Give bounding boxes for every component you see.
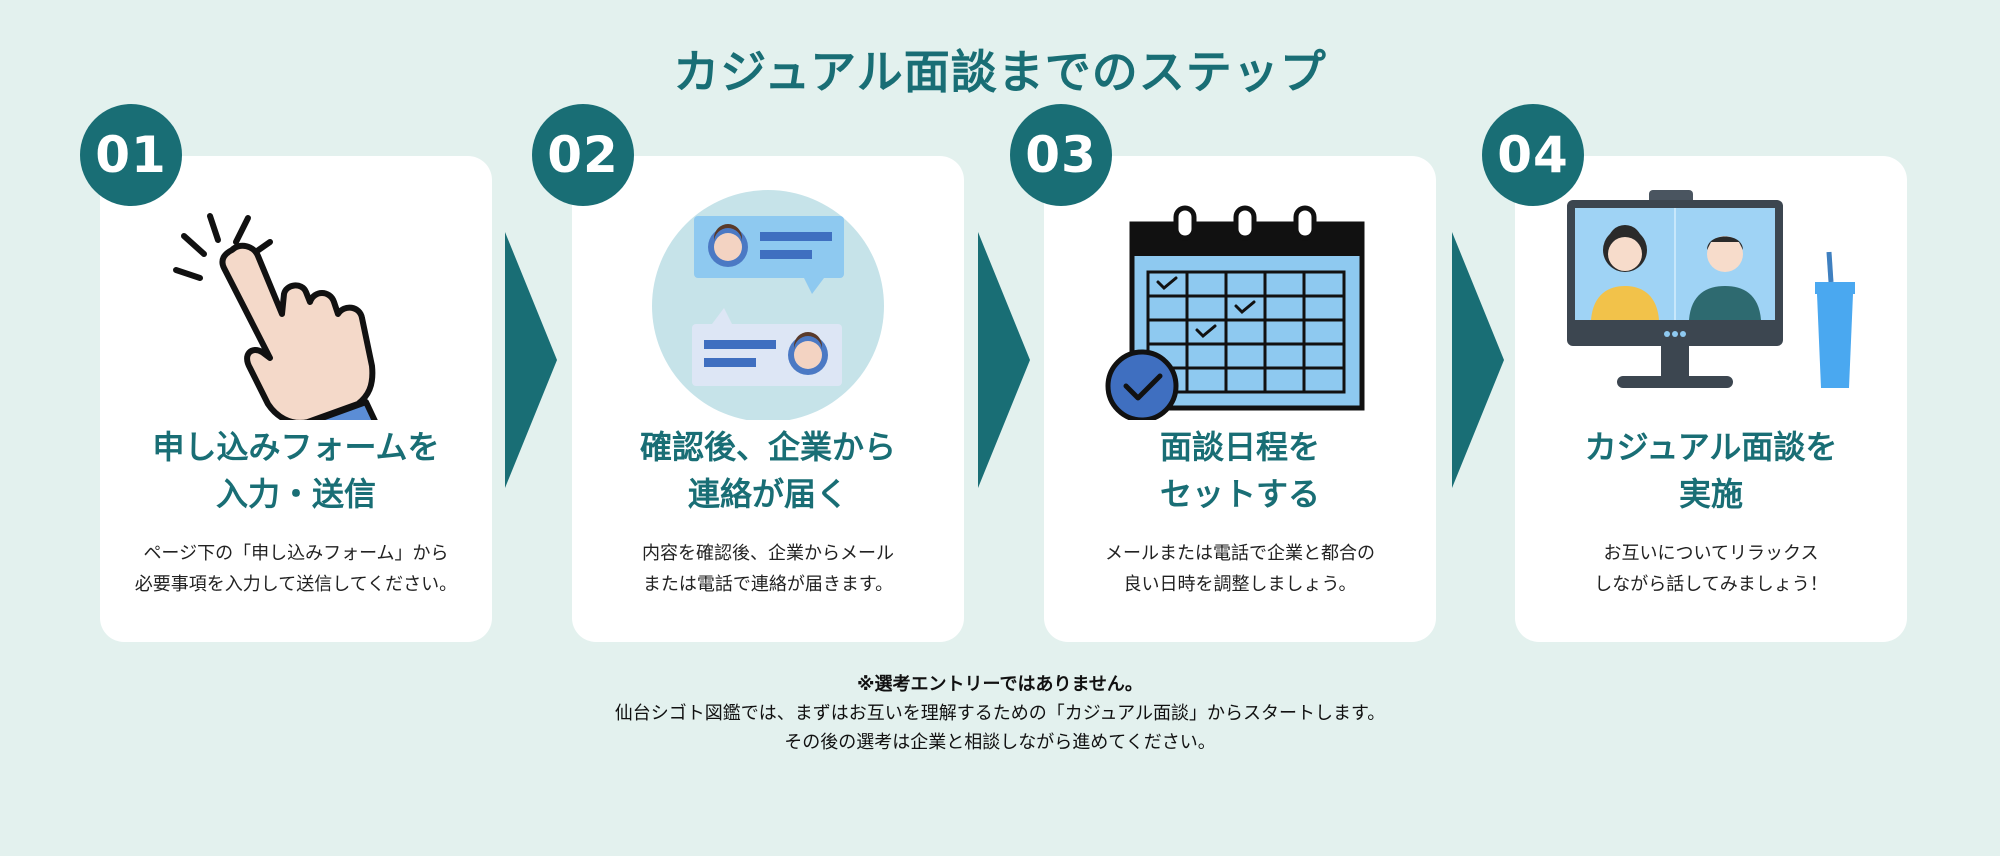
note-line: その後の選考は企業と相談しながら進めてください。: [784, 732, 1216, 753]
step-description: メールまたは電話で企業と都合の 良い日時を調整しましょう。: [1105, 543, 1375, 595]
note-line: 仙台シゴト図鑑では、まずはお互いを理解するための「カジュアル面談」からスタートし…: [614, 703, 1386, 724]
step-number-badge: 03: [1010, 104, 1112, 206]
footer-note: ※選考エントリーではありません。 仙台シゴト図鑑では、まずはお互いを理解するため…: [0, 670, 2000, 757]
arrow-right-icon: [505, 232, 557, 488]
note-heading: ※選考エントリーではありません。: [857, 674, 1143, 695]
step-card-4: カジュアル面談を 実施 お互いについてリラックス しながら話してみましょう！: [1515, 156, 1907, 642]
step-title: カジュアル面談を 実施: [1584, 428, 1838, 513]
step-card-3: 面談日程を セットする メールまたは電話で企業と都合の 良い日時を調整しましょう…: [1044, 156, 1436, 642]
arrow-right-icon: [1452, 232, 1504, 488]
page-title: カジュアル面談までのステップ: [673, 45, 1327, 99]
pointing-hand-icon: [173, 213, 378, 420]
step-description: 内容を確認後、企業からメール または電話で連絡が届きます。: [642, 543, 894, 595]
chat-messages-icon: [652, 190, 884, 420]
video-call-icon: [1567, 190, 1855, 388]
calendar-check-icon: [1105, 205, 1365, 420]
step-description: お互いについてリラックス しながら話してみましょう！: [1594, 543, 1828, 595]
step-title: 面談日程を セットする: [1159, 428, 1320, 513]
step-number-badge: 02: [532, 104, 634, 206]
step-card-1: 申し込みフォームを 入力・送信 ページ下の「申し込みフォーム」から 必要事項を入…: [100, 156, 492, 642]
step-title: 申し込みフォームを 入力・送信: [152, 428, 440, 513]
step-number-badge: 01: [80, 104, 182, 206]
step-description: ページ下の「申し込みフォーム」から 必要事項を入力して送信してください。: [134, 543, 458, 595]
step-title: 確認後、企業から 連絡が届く: [639, 428, 896, 513]
step-number-badge: 04: [1482, 104, 1584, 206]
step-card-2: 確認後、企業から 連絡が届く 内容を確認後、企業からメール または電話で連絡が届…: [572, 156, 964, 642]
arrow-right-icon: [978, 232, 1030, 488]
